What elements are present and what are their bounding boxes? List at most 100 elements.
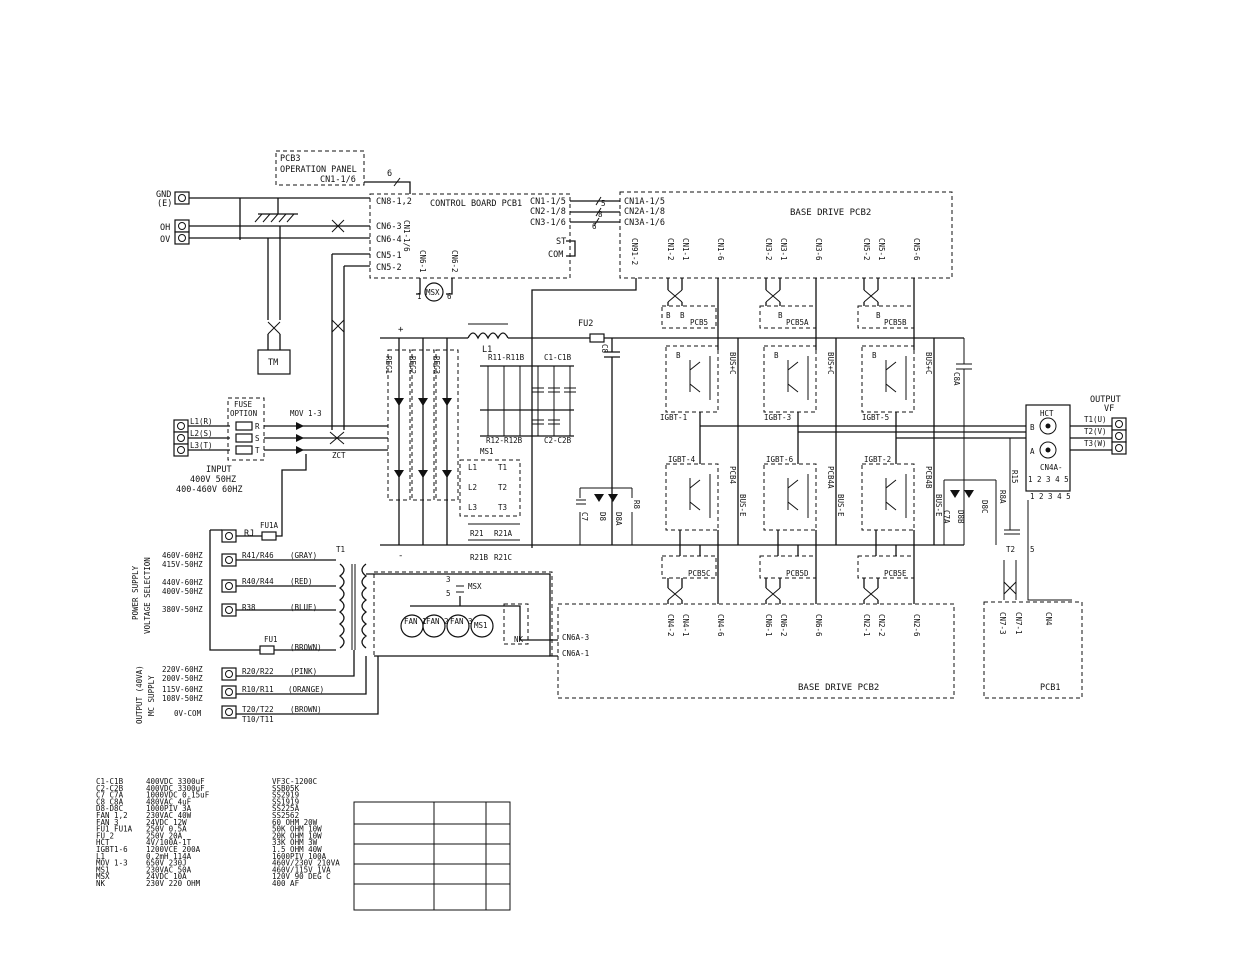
cn6a-1-label: CN6A-1 bbox=[562, 649, 589, 658]
r21c-label: R21C bbox=[494, 553, 512, 562]
part-value: 400VDC 3300uF bbox=[146, 777, 205, 786]
v380-label: 380V-50HZ bbox=[162, 605, 203, 614]
v200-label: 200V-50HZ bbox=[162, 674, 203, 683]
pcb5a-b-pin: B bbox=[778, 311, 783, 320]
phase-outputs bbox=[700, 425, 1026, 439]
t2-pcb1: T2 5 CN7-3 CN7-1 CN4 PCB1 bbox=[983, 500, 1083, 699]
cn5-2t-label: CN5-2 bbox=[862, 238, 871, 261]
cn6-2v-label: CN6-2 bbox=[450, 250, 459, 273]
part-model: 460V/230V 210VA bbox=[272, 859, 340, 868]
base-drive-top-box bbox=[619, 191, 953, 279]
t1u-label: T1(U) bbox=[1084, 415, 1107, 424]
output-label: OUTPUT bbox=[1090, 395, 1121, 405]
cn7-3-label: CN7-3 bbox=[998, 612, 1007, 635]
cn6-6-label: CN6-6 bbox=[814, 614, 823, 637]
v115-label: 115V-60HZ bbox=[162, 685, 203, 694]
part-model: 50K OHM 10W bbox=[272, 825, 322, 834]
fuse-t-label: T bbox=[255, 446, 260, 455]
ms1-t2: T2 bbox=[498, 483, 507, 492]
v415-label: 415V-50HZ bbox=[162, 560, 203, 569]
com-label: COM bbox=[548, 250, 563, 260]
part-value: 250V 0.5A bbox=[146, 825, 187, 834]
cn3-6-label: CN3-6 bbox=[814, 238, 823, 261]
fan2-label: FAN 2 bbox=[426, 617, 449, 626]
cn3-2-label: CN3-2 bbox=[764, 238, 773, 261]
power-supply-selection: POWER SUPPLY VOLTAGE SELECTION RJ FU1A 4… bbox=[131, 454, 368, 655]
cn5-2-label: CN5-2 bbox=[376, 263, 402, 273]
igbt3-label: IGBT-3 bbox=[764, 413, 791, 422]
pcb1-label: PCB1 bbox=[1040, 683, 1060, 693]
t3w-label: T3(W) bbox=[1084, 439, 1107, 448]
ms1-coil-label: MS1 bbox=[474, 621, 488, 630]
vf-label: VF bbox=[1104, 404, 1114, 414]
wire-count-8: 8 bbox=[598, 210, 603, 219]
v460-label: 460V-60HZ bbox=[162, 551, 203, 560]
cn5-1t-label: CN5-1 bbox=[877, 238, 886, 261]
cn7-1-label: CN7-1 bbox=[1014, 612, 1023, 635]
fan-block: 3 5 MSX FAN 1 FAN 2 FAN 3 MS1 NK bbox=[366, 571, 558, 657]
part-value: 650V 230J bbox=[146, 859, 187, 868]
msx-pin-1: 1 bbox=[417, 292, 422, 301]
l3t-label: L3(T) bbox=[190, 441, 213, 450]
d8-label: D8 bbox=[598, 512, 607, 522]
part-model: 460V/115V 1VA bbox=[272, 865, 331, 874]
cn6-4-label: CN6-4 bbox=[376, 235, 402, 245]
part-model: SSB05K bbox=[272, 784, 300, 793]
cn2a-label: CN2A-1/8 bbox=[624, 207, 665, 217]
wire-count-6b: 6 bbox=[592, 222, 597, 231]
oh-terminal: OH bbox=[160, 219, 190, 233]
brown-label: (BROWN) bbox=[290, 643, 322, 652]
part-value: 230VAC 40W bbox=[146, 811, 192, 820]
part-model: 20K OHM 10W bbox=[272, 831, 322, 840]
r38-label: R38 bbox=[242, 603, 256, 612]
igbt6-label: IGBT-6 bbox=[766, 455, 794, 464]
pcb3-label: PCB3 bbox=[280, 154, 300, 164]
bus-e-2: BUS-E bbox=[836, 494, 845, 517]
t1-secondary bbox=[361, 563, 368, 649]
v440-label: 440V-60HZ bbox=[162, 578, 203, 587]
ms1-t1: T1 bbox=[498, 463, 507, 472]
part-model: 120V 90 DEG C bbox=[272, 872, 331, 881]
snubber-left: C7 D8 D8A R8 bbox=[576, 487, 641, 545]
r41-label: R41/R46 bbox=[242, 551, 274, 560]
part-ref: C7 C7A bbox=[96, 791, 124, 800]
gray-label: (GRAY) bbox=[290, 551, 317, 560]
base-drive-bottom-label: BASE DRIVE PCB2 bbox=[798, 683, 879, 693]
mc-supply-label: MC SUPPLY bbox=[147, 675, 156, 716]
pcb5b-label: PCB5B bbox=[884, 318, 907, 327]
part-ref: FAN 1,2 bbox=[96, 811, 128, 820]
part-value: 1000PIV 3A bbox=[146, 804, 192, 813]
pcb4b-label: PCB4B bbox=[924, 466, 933, 489]
cn1-1-label: CN1-1 bbox=[681, 238, 690, 261]
ms1-l3: L3 bbox=[468, 503, 477, 512]
cn5-6-label: CN5-6 bbox=[912, 238, 921, 261]
oh-label: OH bbox=[160, 223, 170, 233]
input-section: L1(R) L2(S) L3(T) FUSE OPTION R S T MOV … bbox=[173, 253, 388, 495]
part-model: 33K OHM 3W bbox=[272, 838, 318, 847]
cn2-18-label: CN2-1/8 bbox=[530, 207, 566, 217]
cn1-16-label: CN1-1/6 bbox=[320, 175, 356, 185]
fu1a-label: FU1A bbox=[260, 521, 279, 530]
cn3-1-label: CN3-1 bbox=[779, 238, 788, 261]
gnd-label: GND bbox=[156, 190, 171, 200]
blank-table bbox=[353, 801, 511, 911]
cap-resistor-bank: R11-R11B C1-C1B R12-R12B C2-C2B bbox=[480, 353, 576, 445]
bus-c-1: BUS+C bbox=[728, 352, 737, 375]
cn2-2-label: CN2-2 bbox=[877, 614, 886, 637]
part-ref: D8-D8C bbox=[96, 804, 123, 813]
pcb5-label: PCB5 bbox=[690, 318, 708, 327]
cn3a-label: CN3A-1/6 bbox=[624, 218, 665, 228]
part-value: 0.2mH 114A bbox=[146, 852, 192, 861]
r15-label: R15 bbox=[1010, 470, 1019, 484]
part-value: 4V/100A-1T bbox=[146, 838, 192, 847]
part-value: 230V 220 OHM bbox=[146, 879, 201, 888]
cn4-1-label: CN4-1 bbox=[681, 614, 690, 637]
base-drive-bottom-connectors: CN4-2 CN4-1 CN4-6 CN6-1 CN6-2 CN6-6 CN2-… bbox=[666, 614, 921, 637]
part-ref: C2-C2B bbox=[96, 784, 124, 793]
part-value: 250V 20A bbox=[146, 831, 183, 840]
igbt-lower: IGBT-4 IGBT-6 IGBT-2 PCB4 PCB4A PCB4B BU… bbox=[665, 455, 943, 531]
cn4a-pins: 1 2 3 4 5 bbox=[1028, 475, 1069, 484]
igbt4-label: IGBT-4 bbox=[668, 455, 696, 464]
ms1-l2: L2 bbox=[468, 483, 477, 492]
